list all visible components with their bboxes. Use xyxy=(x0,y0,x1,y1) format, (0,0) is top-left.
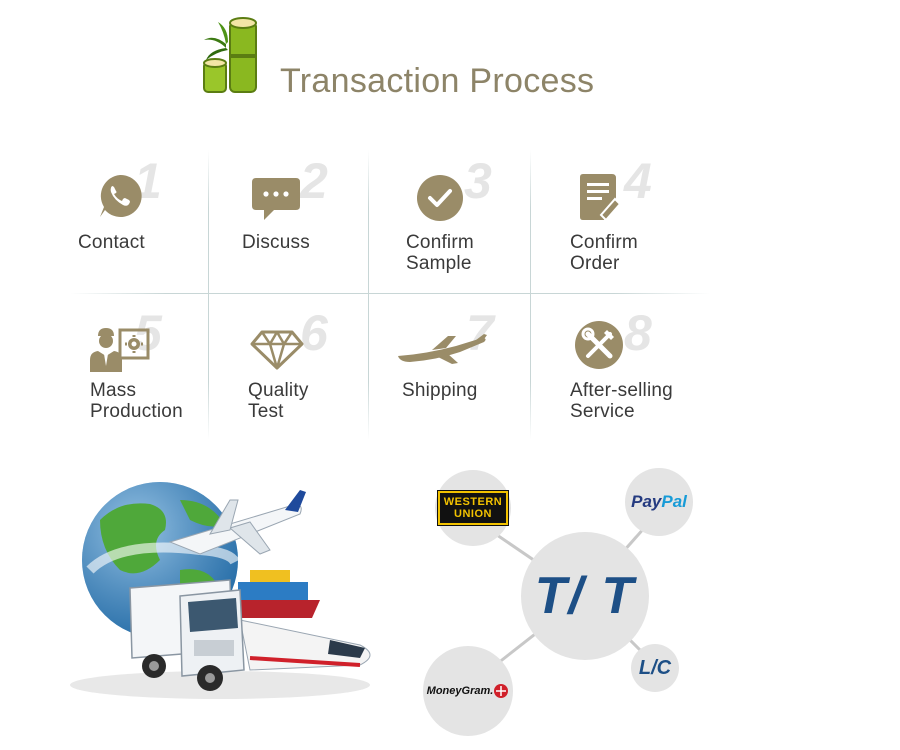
step-label: Confirm Sample xyxy=(406,232,474,274)
step-shipping: 7 Shipping xyxy=(396,300,546,430)
step-label: Mass Production xyxy=(90,380,183,422)
step-mass-production: 5 Mass Production xyxy=(90,300,240,430)
payment-paypal: PayPal xyxy=(625,468,693,536)
step-number: 6 xyxy=(300,305,328,361)
step-number: 4 xyxy=(624,153,652,209)
bamboo-icon xyxy=(203,17,257,93)
moneygram-globe-icon xyxy=(494,684,509,698)
payment-lc: L/C xyxy=(631,644,679,692)
logistics-illustration xyxy=(70,482,371,699)
step-label: Quality Test xyxy=(248,380,309,422)
divider xyxy=(70,293,710,294)
moneygram-logo: MoneyGram. xyxy=(427,683,510,699)
payment-tt: T/ T xyxy=(521,532,649,660)
lc-label: L/C xyxy=(638,656,672,679)
step-label: Discuss xyxy=(242,232,310,253)
step-after-selling-service: 8 After-selling Service xyxy=(570,300,720,430)
whatsapp-icon xyxy=(100,174,142,217)
step-confirm-sample: 3 Confirm Sample xyxy=(406,150,556,280)
step-quality-test: 6 Quality Test xyxy=(246,300,396,430)
diamond-icon xyxy=(250,330,304,370)
step-number: 8 xyxy=(624,305,652,361)
document-icon xyxy=(580,174,622,222)
step-label: Confirm Order xyxy=(570,232,638,274)
tt-label: T/ T xyxy=(534,567,636,625)
airplane-icon xyxy=(398,334,487,364)
tools-icon xyxy=(575,321,623,369)
paypal-logo: PayPal xyxy=(631,492,687,511)
western-union-logo: WESTERN UNION xyxy=(436,490,510,526)
page-title: Transaction Process xyxy=(280,62,595,100)
payment-moneygram: MoneyGram. xyxy=(423,646,513,736)
payment-methods: T/ T WESTERN UNION PayPal L/C MoneyGram. xyxy=(415,460,715,745)
step-confirm-order: 4 Confirm Order xyxy=(570,150,720,280)
step-label: Shipping xyxy=(402,380,478,401)
divider xyxy=(530,150,531,440)
transaction-steps: 1 Contact 2 Discuss 3 Confirm Sample 4 xyxy=(70,150,710,440)
step-contact: 1 Contact xyxy=(78,150,228,280)
step-label: Contact xyxy=(78,232,145,253)
divider xyxy=(368,150,369,440)
step-discuss: 2 Discuss xyxy=(242,150,392,280)
step-number: 7 xyxy=(466,305,494,361)
step-number: 3 xyxy=(464,153,492,209)
worker-gear-icon xyxy=(90,328,150,372)
divider xyxy=(208,150,209,440)
payment-western-union: WESTERN UNION xyxy=(435,470,511,546)
header: Transaction Process xyxy=(200,14,620,98)
chat-bubble-icon xyxy=(252,178,300,220)
checkmark-icon xyxy=(417,175,463,221)
step-number: 2 xyxy=(300,153,328,209)
step-label: After-selling Service xyxy=(570,380,673,422)
